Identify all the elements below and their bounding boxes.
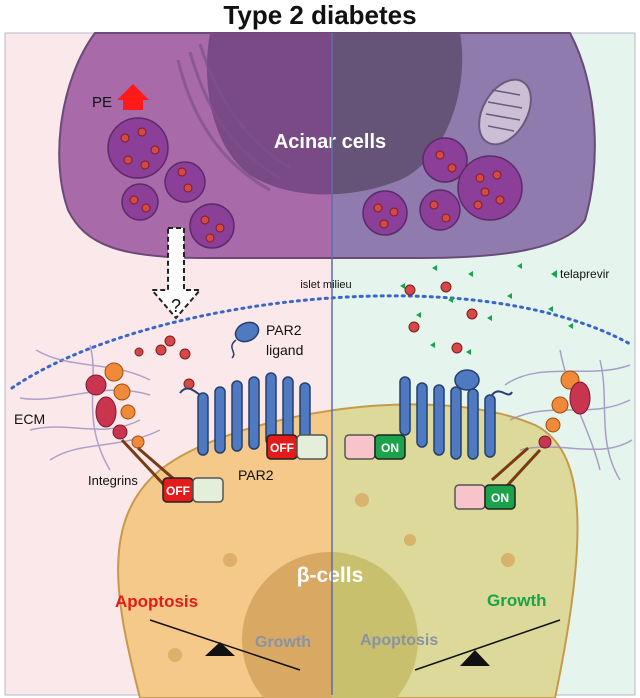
bound-par2-ligand	[454, 369, 480, 391]
left-apoptosis-label: Apoptosis	[115, 592, 198, 611]
ecm-label: ECM	[14, 411, 45, 427]
ligand-particles-right	[404, 281, 478, 354]
telaprevir-icon	[551, 270, 557, 278]
telaprevir-label: telaprevir	[560, 267, 609, 281]
question-mark: ?	[171, 296, 181, 316]
enzyme-particles	[120, 127, 505, 243]
beta-granules	[168, 493, 515, 662]
right-integrin-switch: ON	[454, 484, 516, 510]
par2-ligand-icon	[234, 321, 260, 343]
islet-milieu-label: islet milieu	[300, 279, 351, 291]
right-par2-switch: ON	[344, 434, 406, 460]
right-par2-switch-state: ON	[381, 441, 399, 455]
acinar-cells-label: Acinar cells	[274, 131, 386, 153]
balance-right: Growth Apoptosis	[360, 591, 561, 671]
right-integrin-switch-state: ON	[491, 491, 509, 505]
left-integrin-switch-state: OFF	[166, 484, 190, 498]
left-growth-label: Growth	[255, 634, 311, 651]
endoplasmic-reticulum	[176, 43, 291, 192]
par2-ligand-label-line1: PAR2	[266, 322, 302, 338]
islet-milieu-boundary	[10, 294, 634, 390]
ecm-fibers-left	[19, 344, 161, 471]
left-par2-switch-state: OFF	[270, 441, 294, 455]
ecm-fibers-right	[504, 349, 633, 481]
integrins-label: Integrins	[88, 473, 138, 488]
integrin-left	[85, 362, 176, 488]
balance-left: Apoptosis Growth	[115, 592, 311, 671]
telaprevir-molecules	[400, 263, 573, 355]
right-apoptosis-label: Apoptosis	[360, 632, 438, 649]
left-integrin-switch: OFF	[162, 477, 224, 503]
right-growth-label: Growth	[487, 591, 547, 610]
par2-ligand-tail	[231, 339, 237, 359]
pe-label: PE	[92, 94, 112, 111]
zymogen-granules	[107, 117, 523, 249]
par2-ligand-label-line2: ligand	[266, 342, 303, 358]
par2-label: PAR2	[238, 467, 274, 483]
par2-receptor-right	[399, 376, 513, 460]
integrin-right	[491, 370, 591, 490]
left-par2-switch: OFF	[266, 434, 328, 460]
ligand-particles-left	[134, 335, 195, 390]
diagram-title: Type 2 diabetes	[223, 0, 417, 30]
mitochondrion	[478, 78, 532, 146]
pe-up-arrow-icon	[117, 84, 149, 110]
secretion-question-arrow: ?	[149, 227, 203, 320]
beta-cells-label: β-cells	[297, 564, 364, 587]
